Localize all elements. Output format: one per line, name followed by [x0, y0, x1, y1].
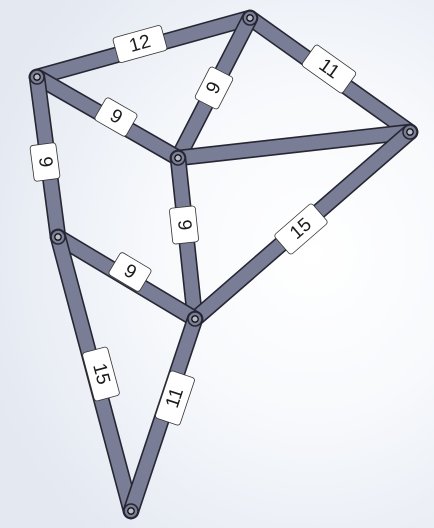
- label-box: [274, 203, 328, 255]
- length-value: 9: [34, 155, 56, 168]
- joint-pin-middle: [174, 154, 182, 162]
- joint-pin-right: [406, 128, 414, 136]
- length-value: 9: [173, 219, 195, 232]
- member-length-label: 9: [94, 97, 138, 137]
- label-box: [108, 252, 152, 292]
- label-box: [94, 97, 138, 137]
- label-box: [301, 44, 357, 94]
- member-length-label: 11: [301, 44, 357, 94]
- label-box: [194, 66, 234, 110]
- joint-pin-center: [191, 315, 199, 323]
- member-length-label: 15: [82, 346, 120, 402]
- joint-pin-bottom: [127, 507, 135, 515]
- joint-pin-left_top: [33, 73, 41, 81]
- label-box: [169, 205, 199, 245]
- label-box: [82, 346, 120, 402]
- member-length-label: 9: [108, 252, 152, 292]
- member-length-label: 11: [155, 370, 195, 426]
- member-length-label: 15: [274, 203, 328, 255]
- member-length-label: 9: [194, 66, 234, 110]
- label-box: [155, 370, 195, 426]
- label-box: [29, 142, 61, 182]
- member-length-label: 9: [169, 205, 199, 245]
- member-length-label: 12: [112, 25, 168, 63]
- member-length-label: 9: [29, 142, 61, 182]
- joint-pin-left_mid: [54, 233, 62, 241]
- joint-pin-top: [246, 14, 254, 22]
- label-box: [112, 25, 168, 63]
